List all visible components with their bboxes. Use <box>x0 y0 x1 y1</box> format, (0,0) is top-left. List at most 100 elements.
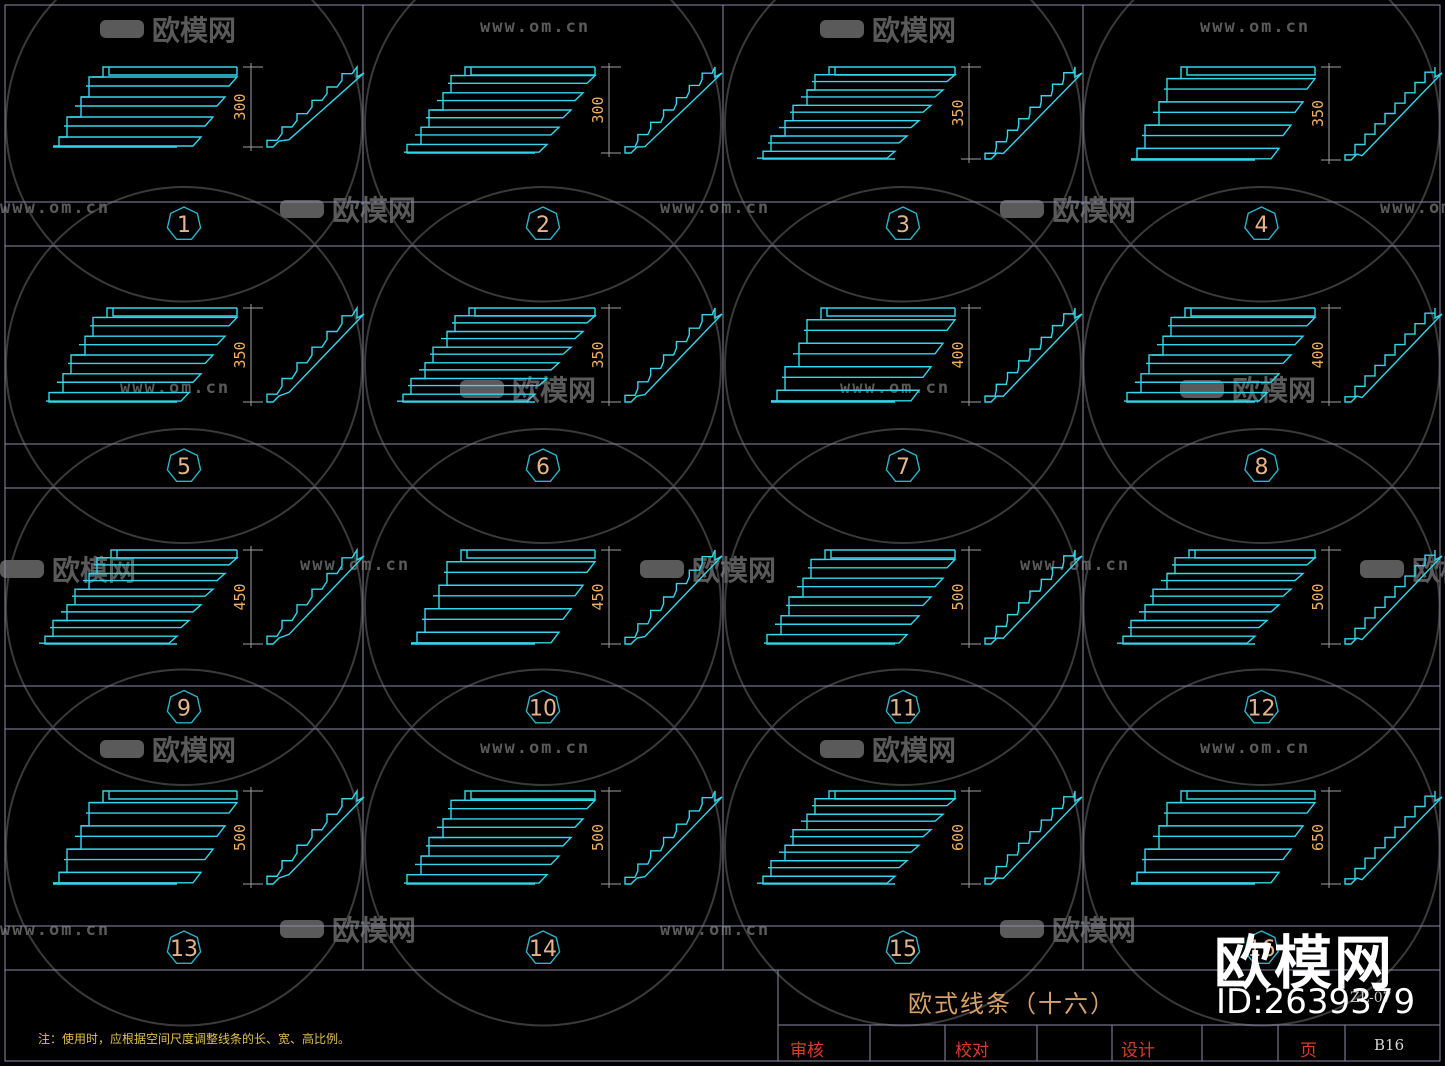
section-profile <box>624 549 723 645</box>
moulding-band <box>419 362 561 371</box>
panel-number: 6 <box>536 455 550 480</box>
watermark-url: www.om.cn <box>660 198 770 218</box>
watermark-brand: 欧模网 <box>1052 194 1136 227</box>
bg-circle <box>724 186 1082 544</box>
watermark-brand: 欧模网 <box>692 554 776 587</box>
dimension-label: 600 <box>949 824 967 851</box>
moulding-band <box>430 346 573 355</box>
watermark-url: www.om.cn <box>1200 738 1310 758</box>
moulding-band <box>771 389 921 402</box>
moulding-band <box>46 391 191 402</box>
moulding-panels: 3001300235033504350535064007400845094501… <box>39 63 1443 964</box>
moulding-band <box>50 619 191 629</box>
moulding-band <box>1128 619 1269 629</box>
bg-circle <box>364 186 722 544</box>
moulding-band <box>444 561 597 574</box>
dimension-label: 350 <box>231 341 249 368</box>
moulding-band <box>801 89 945 98</box>
bg-circle <box>364 668 722 1027</box>
watermark-brand: 欧模网 <box>332 194 416 227</box>
dimension-label: 350 <box>589 341 607 368</box>
watermark-brand: 欧模网 <box>152 734 236 767</box>
top-band <box>1186 791 1316 800</box>
watermark-brand: 欧模网 <box>872 734 956 767</box>
panel-5: 350 5 <box>46 304 365 482</box>
watermark-url: www.om.cn <box>120 378 230 398</box>
moulding-band <box>790 829 933 838</box>
panel-number: 9 <box>177 697 191 722</box>
moulding-band <box>1161 572 1305 582</box>
panel-number: 4 <box>1255 213 1269 238</box>
section-profile <box>984 549 1083 645</box>
watermark-url: www.om.cn <box>660 920 770 940</box>
bg-circle <box>5 0 363 303</box>
watermark-url: www.om.cn <box>1200 17 1310 37</box>
panel-number-badge <box>525 206 561 241</box>
top-band <box>108 791 238 800</box>
moulding-band <box>1131 871 1281 884</box>
section-profile <box>266 547 365 645</box>
panel-number: 2 <box>536 213 550 238</box>
dimension-label: 500 <box>949 583 967 610</box>
watermark-logo: 欧模网 <box>280 914 416 947</box>
panel-number: 15 <box>889 937 917 962</box>
moulding-band <box>782 366 933 379</box>
panel-number-badge <box>166 448 202 482</box>
panel-number: 5 <box>177 455 191 480</box>
panel-15: 600 15 <box>757 787 1083 964</box>
bg-circle <box>724 428 1082 786</box>
top-band <box>470 791 596 800</box>
bg-circle <box>5 428 363 786</box>
panel-number: 13 <box>170 937 198 962</box>
moulding-band <box>768 860 909 869</box>
panel-number-badge <box>885 206 921 241</box>
section-profile <box>984 66 1083 160</box>
moulding-band <box>90 316 239 327</box>
panel-number-badge <box>166 206 202 241</box>
cornice-outline <box>1126 307 1315 403</box>
moulding-band <box>68 354 215 365</box>
moulding-band <box>39 635 179 644</box>
dimension-label: 350 <box>1309 100 1327 127</box>
watermark-logo: 欧模网 <box>1000 914 1136 947</box>
panel-number-badge <box>166 930 202 964</box>
top-band <box>116 550 238 559</box>
moulding-band <box>804 319 957 332</box>
watermark-url: www.om.cn <box>840 378 950 398</box>
panel-11: 500 11 <box>764 546 1083 724</box>
moulding-band <box>1157 335 1305 346</box>
moulding-band <box>757 150 897 159</box>
panel-number: 11 <box>889 697 917 722</box>
moulding-band <box>415 126 561 136</box>
moulding-band <box>1117 635 1257 644</box>
title-block <box>777 969 1441 1062</box>
moulding-band <box>1142 124 1293 137</box>
panel-number: 3 <box>896 213 910 238</box>
moulding-band <box>768 135 909 144</box>
moulding-band <box>793 342 945 355</box>
watermark-id: ID:2639379 <box>1216 982 1416 1022</box>
moulding-band <box>437 818 585 828</box>
panel-number-badge <box>885 448 921 482</box>
panel-number-badge <box>525 689 561 724</box>
moulding-band <box>764 633 909 644</box>
panel-number: 16 <box>1248 937 1276 962</box>
moulding-band <box>1139 604 1281 613</box>
moulding-band <box>1153 825 1305 838</box>
moulding-band <box>72 588 215 597</box>
page-number: B16 <box>1374 1036 1405 1054</box>
section-profile <box>266 305 365 403</box>
moulding-band <box>1153 101 1305 114</box>
moulding-band <box>53 136 203 147</box>
top-band <box>1194 550 1316 559</box>
watermark-logo: 欧模网 <box>820 734 956 767</box>
bg-circle <box>5 668 363 1027</box>
panel-number: 8 <box>1255 455 1269 480</box>
top-band <box>1186 67 1316 76</box>
section-profile <box>624 307 723 403</box>
